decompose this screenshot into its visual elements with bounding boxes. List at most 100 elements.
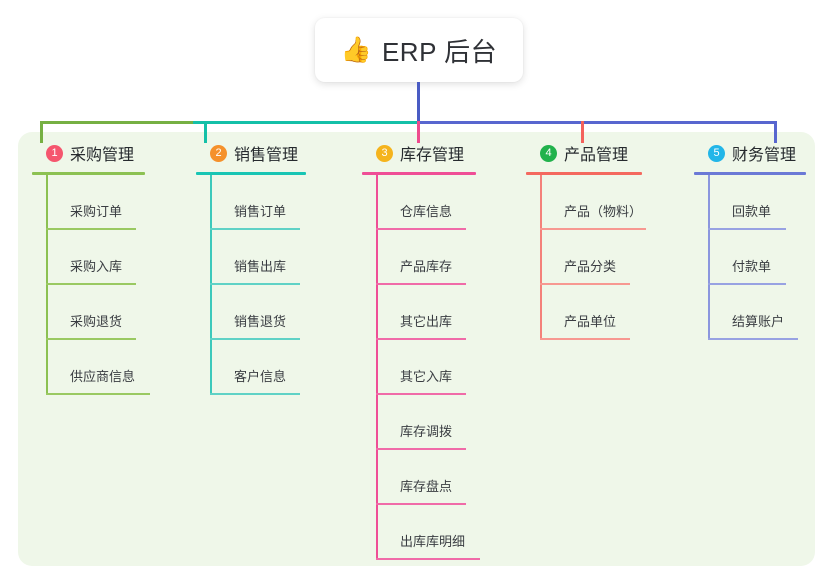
column-header-finance[interactable]: 5 财务管理 [694,140,819,166]
connector-drop-inventory [417,121,420,143]
column-header-inventory[interactable]: 3 库存管理 [362,140,502,166]
connector-bus-green [40,121,195,124]
column-rule-product [526,172,642,175]
connector-drop-purchase [40,121,43,143]
item-label: 库存调拨 [400,424,453,439]
column-badge-5: 5 [708,144,725,162]
connector-trunk [417,82,420,124]
column-header-purchase[interactable]: 1 采购管理 [32,140,182,166]
item-label: 产品单位 [564,314,617,329]
list-item[interactable]: 库存盘点 [376,450,502,505]
item-rule [210,283,300,285]
column-inventory[interactable]: 3 库存管理 仓库信息 产品库存 其它出库 其它入库 库存调拨 [362,140,502,560]
column-title-purchase: 采购管理 [70,147,135,164]
column-purchase[interactable]: 1 采购管理 采购订单 采购入库 采购退货 供应商信息 [32,140,182,395]
item-label: 销售退货 [234,314,287,329]
item-label: 结算账户 [732,314,785,329]
item-label: 销售订单 [234,204,287,219]
column-items-purchase: 采购订单 采购入库 采购退货 供应商信息 [46,175,182,395]
connector-drop-finance [774,121,777,143]
column-sales[interactable]: 2 销售管理 销售订单 销售出库 销售退货 客户信息 [196,140,344,395]
column-badge-2: 2 [210,144,227,162]
root-node[interactable]: 👍 ERP 后台 [315,18,523,82]
item-label: 采购退货 [70,314,123,329]
connector-drop-product [581,121,584,143]
item-rule [210,338,300,340]
list-item[interactable]: 产品分类 [540,230,666,285]
item-rule [540,338,630,340]
list-item[interactable]: 出库库明细 [376,505,502,560]
column-items-sales: 销售订单 销售出库 销售退货 客户信息 [210,175,344,395]
item-label: 库存盘点 [400,479,453,494]
item-rule [540,283,630,285]
list-item[interactable]: 库存调拨 [376,395,502,450]
column-header-product[interactable]: 4 产品管理 [526,140,666,166]
root-title: ERP 后台 [381,36,498,67]
list-item[interactable]: 销售出库 [210,230,344,285]
column-rule-inventory [362,172,476,175]
column-items-finance: 回款单 付款单 结算账户 [708,175,819,340]
list-item[interactable]: 产品单位 [540,285,666,340]
connector-bus-teal [193,121,420,124]
item-label: 其它出库 [400,314,453,329]
column-title-sales: 销售管理 [234,147,299,164]
item-rule [708,338,798,340]
item-label: 采购订单 [70,204,123,219]
column-title-product: 产品管理 [564,147,629,164]
item-rule [46,283,136,285]
item-label: 销售出库 [234,259,287,274]
item-rule [376,503,466,505]
connector-bus-blue [417,121,777,124]
item-label: 供应商信息 [70,369,136,384]
item-rule [540,228,646,230]
list-item[interactable]: 付款单 [708,230,819,285]
item-label: 其它入库 [400,369,453,384]
list-item[interactable]: 销售订单 [210,175,344,230]
column-badge-4: 4 [540,144,557,162]
item-label: 产品分类 [564,259,617,274]
column-finance[interactable]: 5 财务管理 回款单 付款单 结算账户 [694,140,819,340]
column-spine-inventory [376,175,378,560]
item-label: 出库库明细 [400,534,466,549]
column-badge-3: 3 [376,144,393,162]
column-header-sales[interactable]: 2 销售管理 [196,140,344,166]
list-item[interactable]: 采购入库 [46,230,182,285]
list-item[interactable]: 回款单 [708,175,819,230]
thumbs-up-icon: 👍 [340,35,372,64]
item-rule [210,393,300,395]
list-item[interactable]: 产品（物料） [540,175,666,230]
list-item[interactable]: 其它入库 [376,340,502,395]
item-label: 仓库信息 [400,204,453,219]
column-product[interactable]: 4 产品管理 产品（物料） 产品分类 产品单位 [526,140,666,340]
root-node-content: 👍 ERP 后台 [341,32,497,69]
item-rule [376,283,466,285]
list-item[interactable]: 客户信息 [210,340,344,395]
list-item[interactable]: 产品库存 [376,230,502,285]
column-spine-sales [210,175,212,395]
list-item[interactable]: 结算账户 [708,285,819,340]
content-panel [18,132,815,566]
list-item[interactable]: 采购订单 [46,175,182,230]
item-label: 付款单 [732,259,772,274]
item-rule [376,228,466,230]
item-label: 客户信息 [234,369,287,384]
list-item[interactable]: 仓库信息 [376,175,502,230]
column-spine-product [540,175,542,340]
item-label: 回款单 [732,204,772,219]
column-items-inventory: 仓库信息 产品库存 其它出库 其它入库 库存调拨 库存盘点 [376,175,502,560]
item-rule [708,228,786,230]
item-label: 产品库存 [400,259,453,274]
column-title-finance: 财务管理 [732,147,797,164]
column-spine-finance [708,175,710,340]
item-rule [210,228,300,230]
list-item[interactable]: 销售退货 [210,285,344,340]
list-item[interactable]: 其它出库 [376,285,502,340]
column-rule-finance [694,172,806,175]
item-rule [376,393,466,395]
list-item[interactable]: 采购退货 [46,285,182,340]
list-item[interactable]: 供应商信息 [46,340,182,395]
item-rule [46,228,136,230]
column-rule-sales [196,172,306,175]
column-title-inventory: 库存管理 [400,147,465,164]
